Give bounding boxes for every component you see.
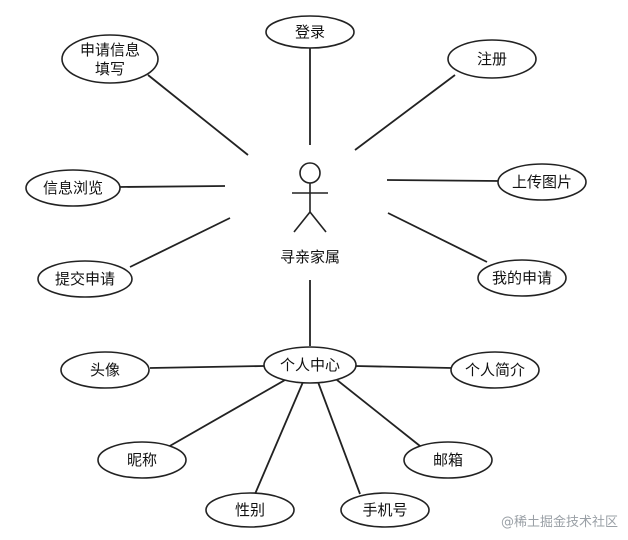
- actor-head: [299, 162, 321, 184]
- edge-actor-apply: [147, 74, 249, 156]
- use-case-apply-fill[interactable]: 申请信息 填写: [61, 34, 159, 84]
- use-case-register-label: 注册: [477, 50, 507, 68]
- edge-center-bio: [354, 365, 453, 369]
- edge-center-avatar: [149, 365, 265, 369]
- edge-actor-submit: [129, 217, 231, 268]
- edge-actor-browse: [117, 185, 226, 188]
- use-case-apply-fill-line1: 申请信息: [80, 41, 140, 59]
- edge-center-nickname: [167, 379, 286, 448]
- actor-left-leg: [293, 211, 311, 233]
- use-case-apply-fill-line2: 填写: [95, 60, 125, 78]
- edge-center-gender: [254, 381, 304, 495]
- use-case-upload-image[interactable]: 上传图片: [497, 163, 587, 201]
- use-case-my-application[interactable]: 我的申请: [477, 259, 567, 297]
- actor-right-leg: [309, 211, 327, 233]
- use-case-gender[interactable]: 性别: [205, 492, 295, 528]
- edge-center-email: [336, 379, 421, 447]
- use-case-phone-label: 手机号: [362, 501, 407, 519]
- edge-center-phone: [317, 381, 361, 495]
- use-case-submit-application-label: 提交申请: [55, 270, 115, 288]
- use-case-avatar[interactable]: 头像: [60, 351, 150, 389]
- use-case-login-label: 登录: [295, 23, 325, 41]
- use-case-email-label: 邮箱: [433, 451, 463, 469]
- use-case-bio-label: 个人简介: [465, 361, 525, 379]
- edge-actor-register: [354, 74, 456, 151]
- use-case-bio[interactable]: 个人简介: [450, 351, 540, 389]
- edge-actor-upload: [386, 179, 501, 182]
- use-case-phone[interactable]: 手机号: [340, 492, 430, 528]
- use-case-upload-image-label: 上传图片: [512, 173, 572, 191]
- use-case-submit-application[interactable]: 提交申请: [37, 260, 133, 298]
- use-case-info-browse-label: 信息浏览: [43, 179, 103, 197]
- watermark: @稀土掘金技术社区: [500, 515, 618, 530]
- use-case-personal-center-label: 个人中心: [280, 356, 340, 374]
- actor-figure: [292, 162, 328, 233]
- use-case-my-application-label: 我的申请: [492, 269, 552, 287]
- edge-actor-my-application: [387, 212, 488, 263]
- use-case-avatar-label: 头像: [90, 361, 120, 379]
- actor-label: 寻亲家属: [280, 248, 340, 266]
- use-case-email[interactable]: 邮箱: [403, 441, 493, 479]
- use-case-register[interactable]: 注册: [447, 39, 537, 79]
- use-case-login[interactable]: 登录: [265, 15, 355, 49]
- use-case-info-browse[interactable]: 信息浏览: [25, 169, 121, 207]
- use-case-nickname-label: 昵称: [127, 451, 157, 469]
- use-case-personal-center[interactable]: 个人中心: [263, 346, 357, 384]
- use-case-gender-label: 性别: [235, 501, 265, 519]
- use-case-nickname[interactable]: 昵称: [97, 441, 187, 479]
